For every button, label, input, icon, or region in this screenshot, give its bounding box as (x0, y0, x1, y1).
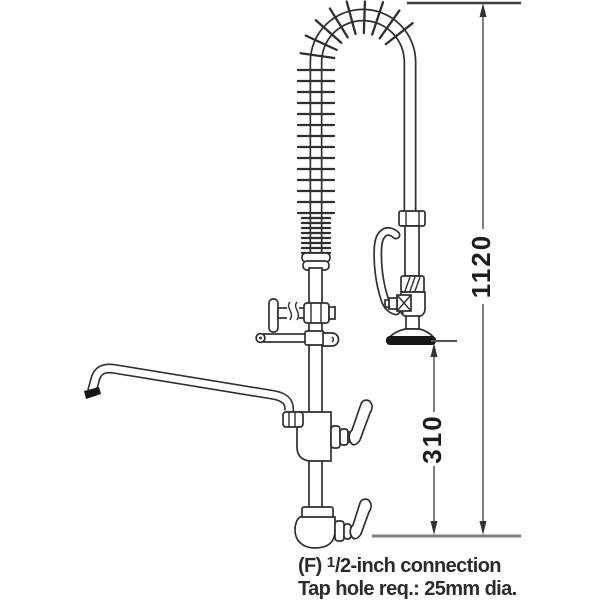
base-lever-handle (349, 498, 372, 540)
fraction-numerator: 1 (326, 554, 336, 571)
overall-height-label: 1120 (466, 234, 496, 298)
spout-aerator-tip (84, 387, 101, 399)
dimension-annotations: 1120 310 (372, 1, 521, 538)
base-valve (294, 498, 372, 549)
spray-clearance-label: 310 (417, 414, 447, 463)
valve-nut (330, 425, 341, 449)
faucet-body (296, 399, 373, 462)
spout-union-nut (282, 411, 304, 428)
wall-bracket (268, 298, 336, 333)
swing-spout (84, 363, 304, 428)
body-lever-handle (348, 399, 373, 446)
hose-hook (255, 330, 340, 347)
caption-line-2: Tap hole req.: 25mm dia. (298, 578, 517, 600)
spray-valve (373, 210, 436, 345)
spray-nozzle-bumper (386, 336, 436, 345)
spring-coils (296, 0, 414, 255)
caption: (F) 1/2-inch connection Tap hole req.: 2… (298, 551, 517, 600)
caption-line-1: (F) 1/2-inch connection (298, 554, 502, 577)
